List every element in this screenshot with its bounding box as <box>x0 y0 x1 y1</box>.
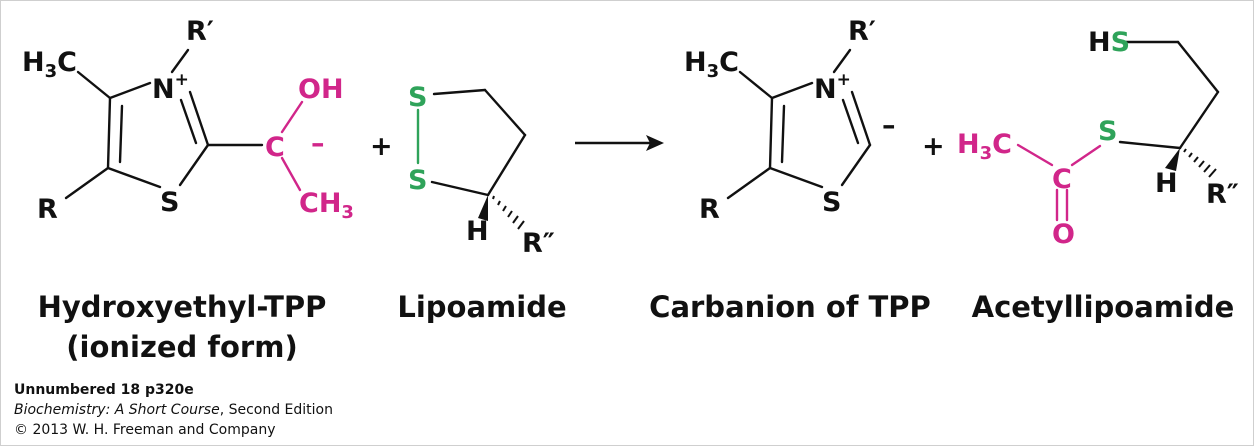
h3c-group: H3C <box>957 129 1012 164</box>
bond <box>780 104 786 164</box>
r-label: R <box>37 194 58 225</box>
hashed-bond <box>492 195 525 230</box>
bond <box>768 96 774 170</box>
bond <box>850 90 872 147</box>
bond <box>188 90 210 147</box>
r-label: R <box>699 194 720 225</box>
bond <box>1176 40 1220 94</box>
hs-group: HS <box>1088 27 1130 58</box>
plus-sign: + <box>370 131 393 162</box>
bond <box>64 166 110 200</box>
r-double-prime-label: R″ <box>1206 179 1239 210</box>
bond <box>179 98 198 145</box>
wedge-bond <box>478 195 488 221</box>
h3c-group: H3C <box>22 47 77 82</box>
credit-copyright: © 2013 W. H. Freeman and Company <box>14 422 276 438</box>
sulfur-atom: S <box>822 187 841 218</box>
bond <box>430 180 490 197</box>
credit-book: Biochemistry: A Short Course, Second Edi… <box>14 402 333 418</box>
caption-acetyllipoamide: Acetyllipoamide <box>972 290 1235 324</box>
bond <box>768 166 824 189</box>
bond <box>832 48 852 74</box>
hashed-bond <box>1183 148 1217 178</box>
credit-figure-id: Unnumbered 18 p320e <box>14 382 194 398</box>
reaction-arrow <box>575 135 664 151</box>
r-double-prime-label: R″ <box>522 228 555 259</box>
r-prime-label: R′ <box>186 16 214 47</box>
negative-charge: – <box>311 128 325 159</box>
sulfur-atom: S <box>160 187 179 218</box>
bond <box>280 100 304 134</box>
hydrogen-atom: H <box>466 216 489 247</box>
r-prime-label: R′ <box>848 16 876 47</box>
bond <box>432 88 487 96</box>
oh-group: OH <box>298 74 344 105</box>
hydrogen-atom: H <box>1155 168 1178 199</box>
bond <box>1118 140 1182 150</box>
bond <box>178 143 210 187</box>
bond <box>1178 90 1220 150</box>
caption-ionized-form: (ionized form) <box>66 330 297 364</box>
ch3-group: CH3 <box>299 188 354 223</box>
hydroxyethyl-tpp-structure: H3C R′ N+ R S OH C CH3 – <box>22 16 354 225</box>
caption-lipoamide: Lipoamide <box>397 290 566 324</box>
bond <box>106 96 112 170</box>
lipoamide-structure: S S H R″ <box>408 82 555 259</box>
carbon-atom: C <box>1052 164 1072 195</box>
bond <box>770 81 814 100</box>
h3c-group: H3C <box>684 47 739 82</box>
bond <box>486 133 527 197</box>
bond <box>280 156 302 192</box>
bond <box>118 104 124 164</box>
bond <box>106 166 162 189</box>
bond <box>483 88 527 137</box>
n-plus-atom: N+ <box>152 70 189 105</box>
bond <box>170 48 190 74</box>
sulfur-atom: S <box>408 165 427 196</box>
sulfur-atom: S <box>408 82 427 113</box>
negative-charge: – <box>882 110 896 141</box>
plus-sign: + <box>922 131 945 162</box>
acetyllipoamide-structure: HS S H3C C O H R″ <box>957 27 1239 250</box>
bond <box>1016 143 1054 167</box>
sulfur-atom: S <box>1098 116 1117 147</box>
caption-hydroxyethyl-tpp: Hydroxyethyl-TPP <box>38 290 327 324</box>
carbon-atom: C <box>265 132 285 163</box>
bond <box>108 81 152 100</box>
bond <box>840 143 872 187</box>
bond <box>841 98 860 145</box>
caption-carbanion: Carbanion of TPP <box>649 290 931 324</box>
wedge-bond <box>1165 148 1180 171</box>
carbanion-tpp-structure: H3C R′ N+ R S – <box>684 16 896 225</box>
oxygen-atom: O <box>1052 219 1075 250</box>
bond <box>76 70 112 100</box>
bond <box>738 70 774 100</box>
n-plus-atom: N+ <box>814 70 851 105</box>
bond <box>726 166 772 200</box>
bond <box>1070 144 1102 167</box>
